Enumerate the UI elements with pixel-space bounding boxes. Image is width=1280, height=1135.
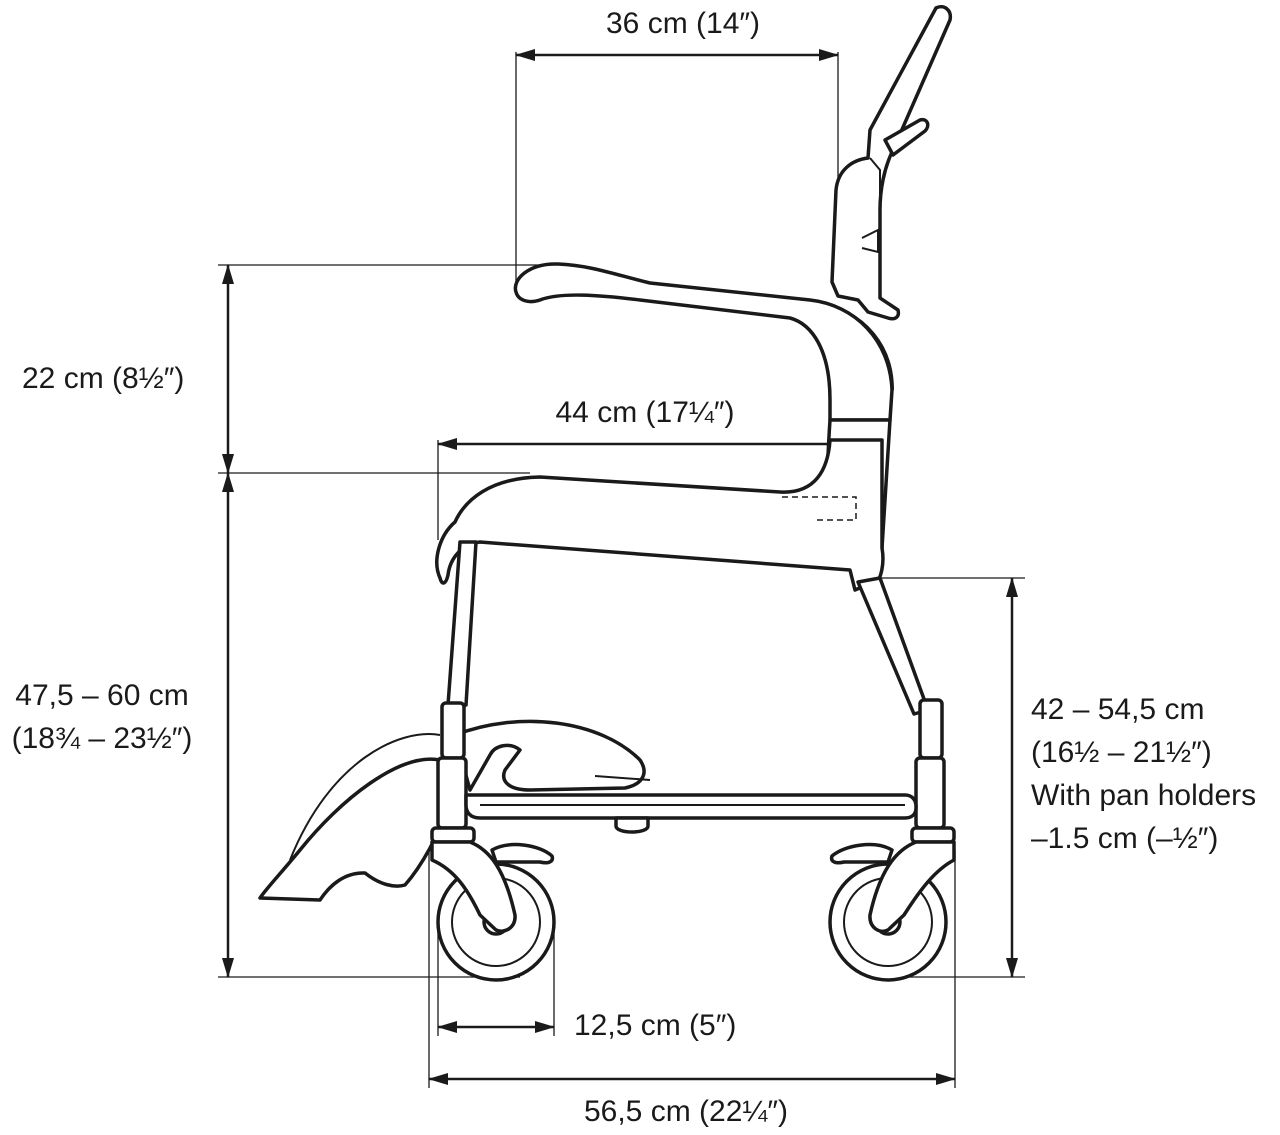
frame-height-line4: –1.5 cm (–½″) — [1031, 822, 1219, 855]
seat — [435, 438, 885, 592]
foot-plate — [453, 719, 646, 792]
seat-height-line2: (18¾ – 23½″) — [11, 722, 193, 755]
front-caster — [828, 826, 956, 982]
front-leg — [856, 576, 930, 716]
rear-leg-sleeve — [440, 701, 466, 760]
frame-height-label: 42 – 54,5 cm (16½ – 21½″) With pan holde… — [1031, 688, 1256, 860]
front-brake-pedal — [829, 842, 894, 865]
frame-height-line3: With pan holders — [1031, 779, 1257, 812]
seat-height-label: 47,5 – 60 cm (18¾ – 23½″) — [2, 674, 202, 760]
front-caster-fork — [868, 840, 956, 933]
seat-depth-label: 44 cm (17¼″) — [555, 396, 735, 429]
dimension-arrows — [222, 49, 1018, 1085]
overall-length-label: 56,5 cm (22¼″) — [583, 1095, 789, 1128]
rear-leg — [446, 540, 478, 707]
footrest — [258, 757, 452, 902]
backrest-width-label: 36 cm (14″) — [606, 7, 760, 40]
frame-height-line1: 42 – 54,5 cm — [1031, 693, 1205, 726]
armrest — [513, 262, 894, 422]
rear-brake-pedal — [490, 842, 555, 865]
wheel-diameter-label: 12,5 cm (5″) — [574, 1009, 737, 1042]
rear-caster-fork — [430, 840, 517, 933]
chair-drawing — [258, 5, 956, 982]
seat-height-line1: 47,5 – 60 cm — [15, 679, 189, 712]
front-leg-sleeve — [918, 698, 944, 760]
bottom-crossbar — [464, 793, 918, 820]
rear-caster — [430, 826, 556, 982]
backrest-grip — [883, 117, 930, 157]
backrest — [830, 5, 953, 321]
frame-height-line2: (16½ – 21½″) — [1031, 736, 1212, 769]
armrest-height-label: 22 cm (8½″) — [22, 362, 185, 395]
